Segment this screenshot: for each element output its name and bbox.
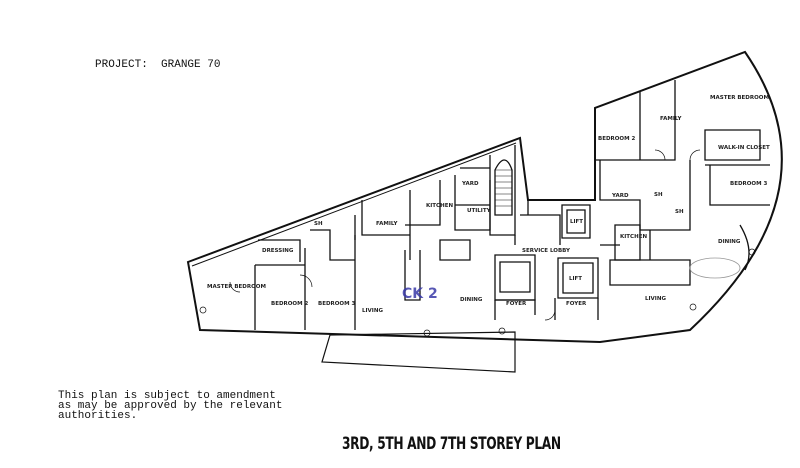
note-line: This plan is subject to amendment	[58, 390, 276, 402]
room-label: SH	[314, 221, 323, 227]
building-outline	[186, 50, 783, 344]
room-label: KITCHEN	[426, 203, 453, 209]
room-label: SH	[675, 209, 684, 215]
room-label: UTILITY	[467, 208, 492, 214]
room-label: BEDROOM 3	[318, 301, 355, 307]
room-label: FOYER	[506, 301, 527, 307]
room-label: BEDROOM 3	[730, 181, 767, 187]
room-label: YARD	[611, 193, 629, 199]
plan-title: 3RD, 5TH AND 7TH STOREY PLAN	[342, 434, 561, 454]
room-label: DRESSING	[262, 248, 294, 254]
room-label: SERVICE LOBBY	[522, 248, 571, 254]
pencil-mark	[689, 257, 741, 279]
room-label: LIVING	[645, 296, 666, 302]
room-label: MASTER BEDROOM	[207, 284, 266, 290]
interior-walls	[254, 80, 770, 330]
balcony	[321, 331, 516, 373]
note-line: authorities.	[58, 410, 138, 422]
room-label: LIFT	[569, 276, 582, 282]
room-label: BEDROOM 2	[598, 136, 635, 142]
room-label: FAMILY	[660, 116, 683, 122]
room-label: FOYER	[566, 301, 587, 307]
room-label: BEDROOM 2	[271, 301, 308, 307]
room-label: SH	[654, 192, 663, 198]
project-label: PROJECT: GRANGE 70	[95, 59, 221, 71]
room-label: FAMILY	[376, 221, 399, 227]
room-label: MASTER BEDROOM	[710, 95, 769, 101]
note-line: as may be approved by the relevant	[58, 400, 283, 412]
room-label: DINING	[718, 239, 741, 245]
room-label: YARD	[461, 181, 479, 187]
room-labels: MASTER BEDROOM BEDROOM 2 BEDROOM 3 DRESSING…	[207, 95, 770, 314]
amendment-note: This plan is subject to amendment as may…	[58, 390, 283, 422]
door-swings	[199, 149, 756, 337]
staircase	[495, 169, 512, 207]
room-label: LIVING	[362, 308, 383, 314]
room-label: LIFT	[570, 219, 583, 225]
room-label: WALK-IN CLOSET	[718, 145, 770, 151]
ck-stamp: CK 2	[402, 286, 438, 302]
room-label: DINING	[460, 297, 483, 303]
room-label: KITCHEN	[620, 234, 647, 240]
